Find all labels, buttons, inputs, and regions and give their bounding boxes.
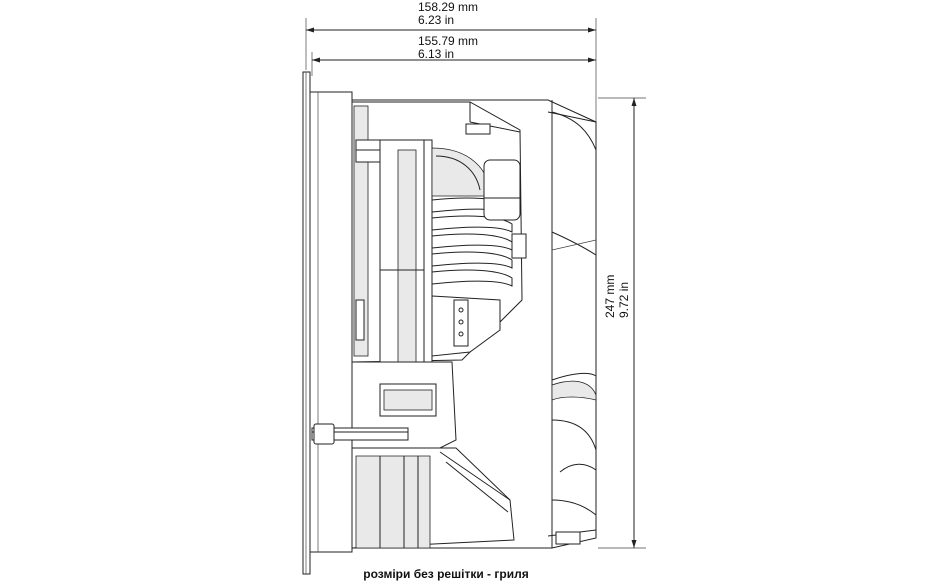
capacitor [483, 159, 521, 221]
caption-text: розміри без решітки - гриля [363, 567, 529, 581]
front-flange [302, 71, 311, 575]
body-width-in-label: 6.13 in [418, 47, 454, 61]
overall-width-in-label: 6.23 in [418, 13, 454, 27]
mounting-ring [309, 91, 353, 553]
speaker-body [302, 71, 597, 575]
body-width-dimension: 155.79 mm 6.13 in [311, 34, 596, 76]
height-mm-label: 247 mm [603, 275, 617, 318]
body-width-mm-label: 155.79 mm [418, 34, 478, 48]
height-dimension: 247 mm 9.72 in [598, 97, 646, 549]
overall-width-dimension: 158.29 mm 6.23 in [305, 0, 597, 122]
overall-width-mm-label: 158.29 mm [418, 0, 478, 14]
drawing-caption: розміри без решітки - гриля [0, 567, 940, 581]
height-in-label: 9.72 in [617, 282, 631, 318]
